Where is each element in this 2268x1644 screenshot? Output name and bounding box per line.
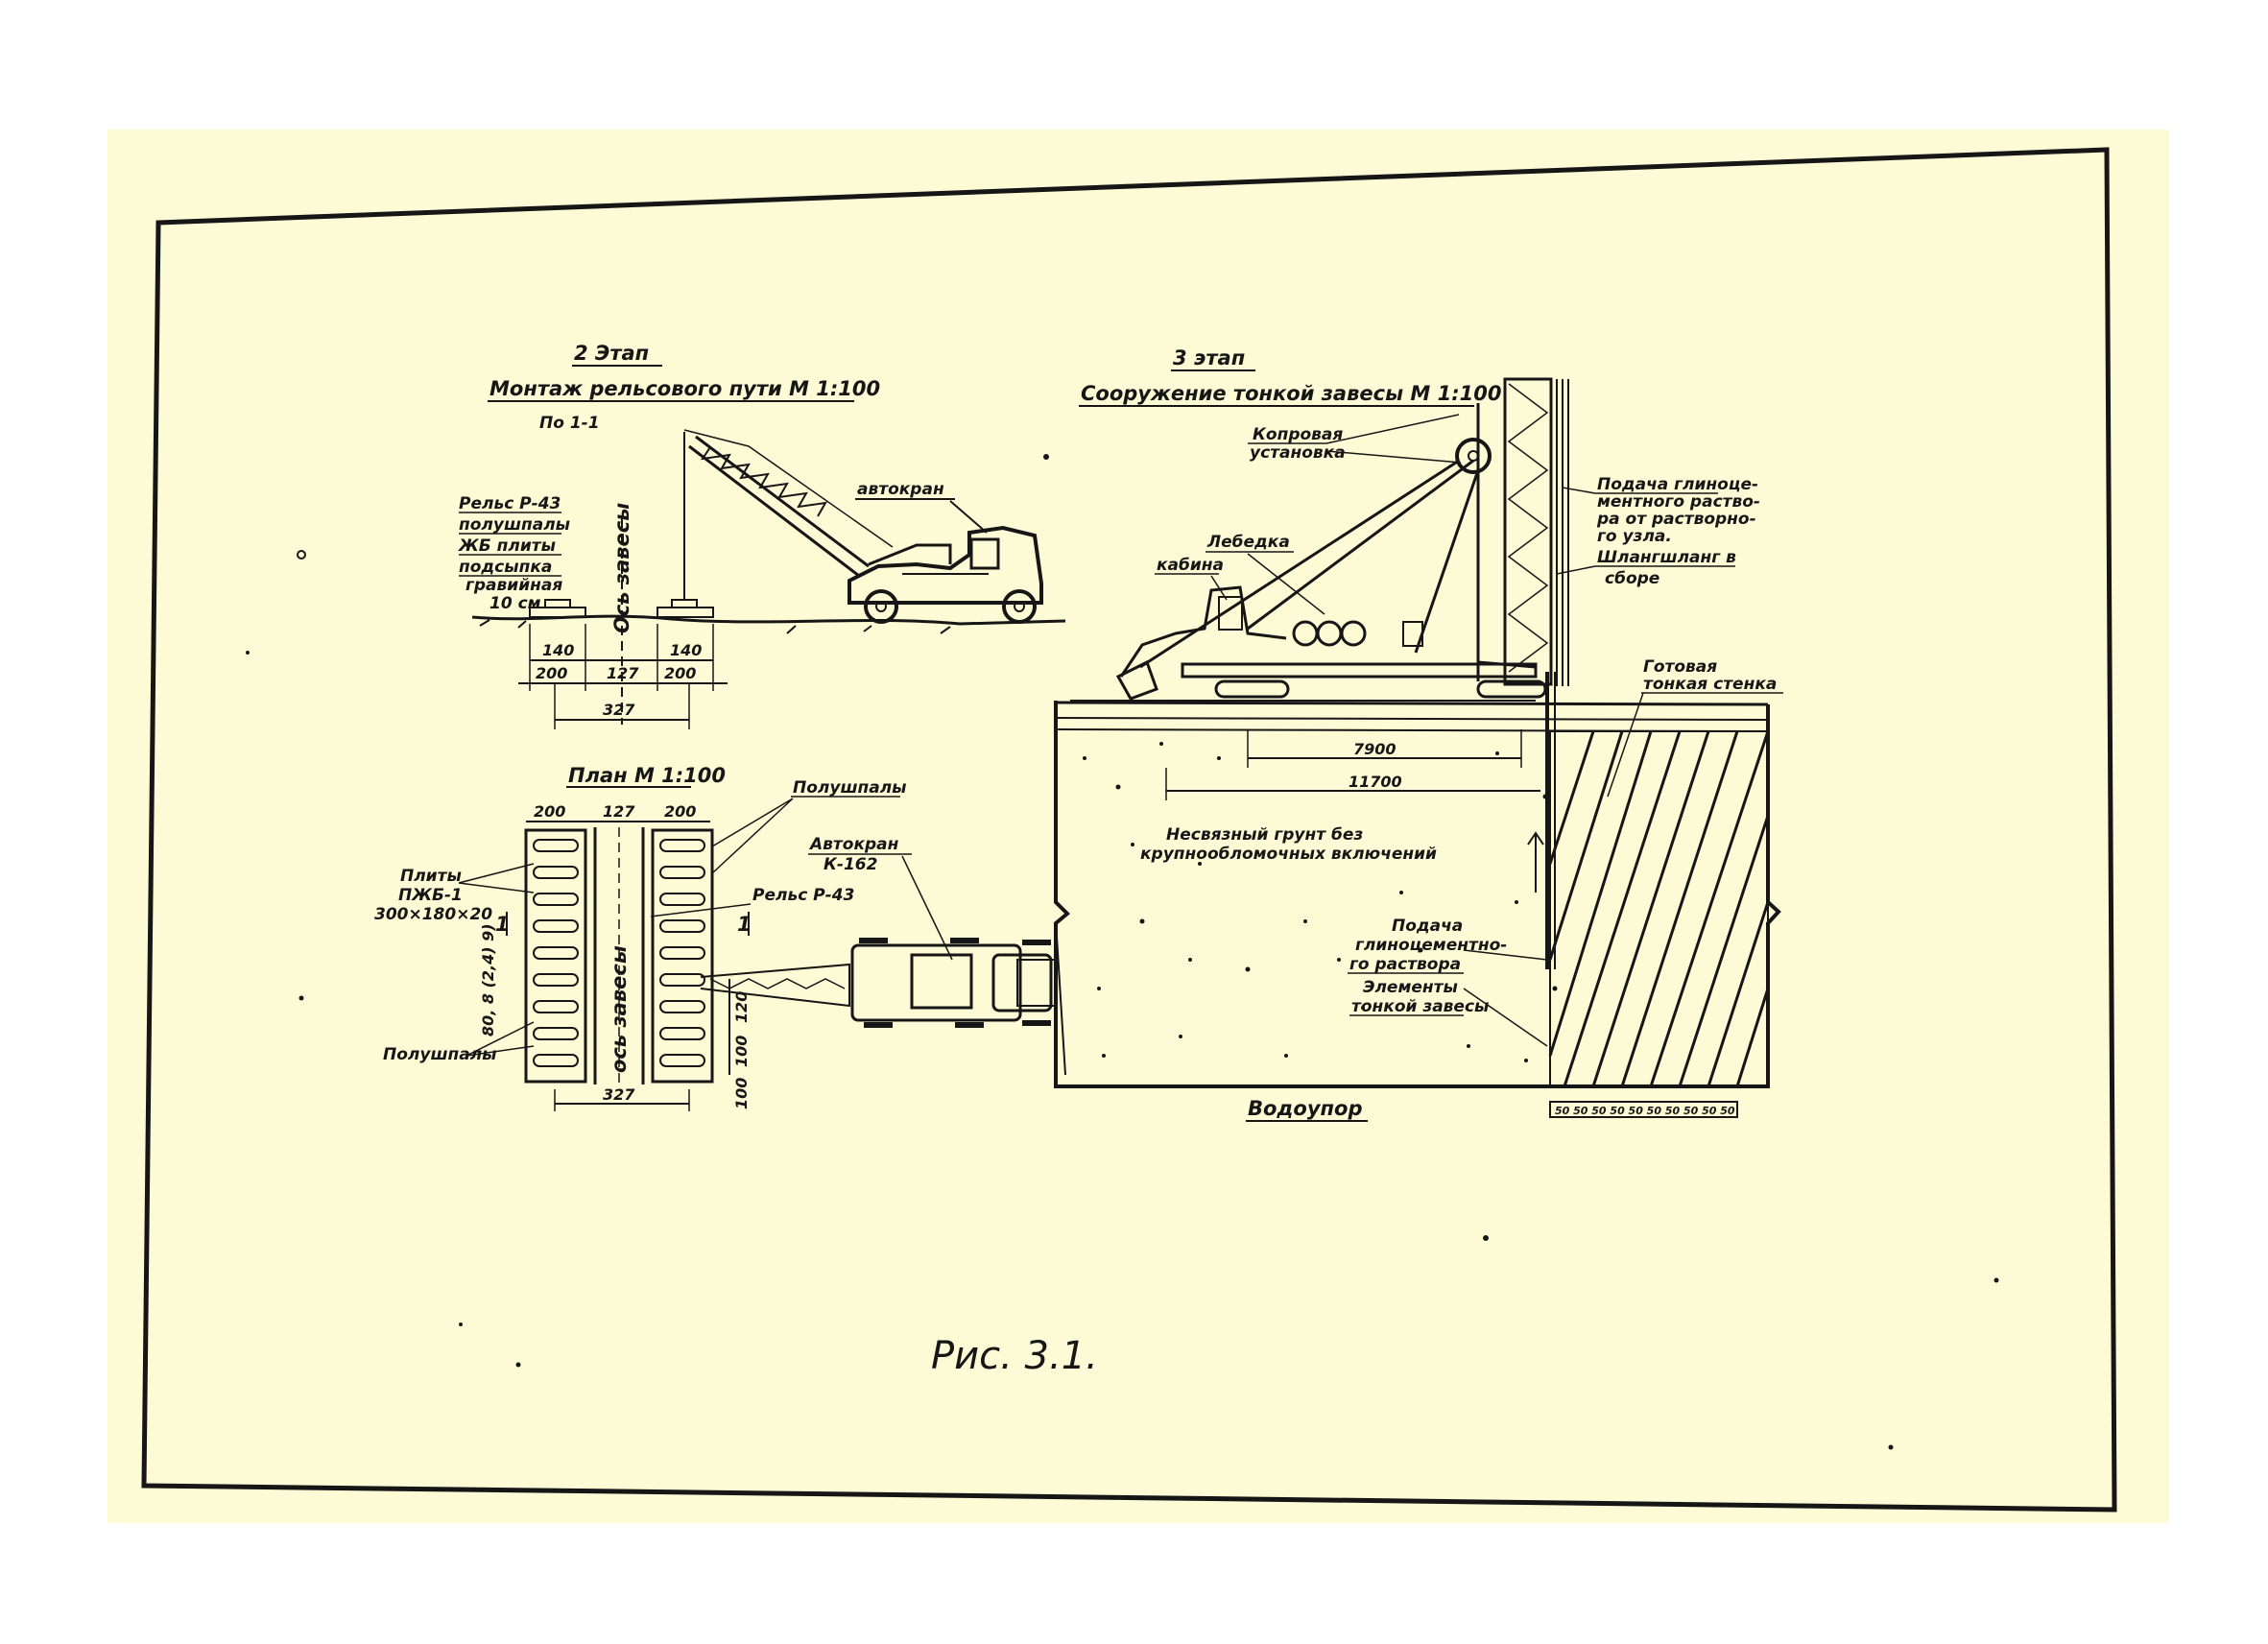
plan-plates-left <box>524 828 587 1084</box>
stage3-bottom-scale-text: 50 50 50 50 50 50 50 50 50 50 <box>1555 1105 1735 1117</box>
plan-label-crane-2: К-162 <box>824 855 877 874</box>
plan-section-mark-left: 1 <box>495 913 510 936</box>
plan-dim-top-3: 200 <box>664 802 696 821</box>
plan-title: План М 1:100 <box>568 764 726 787</box>
plan-plates-right <box>651 828 714 1084</box>
stage3-label-supply-bottom-3: го раствора <box>1349 955 1461 974</box>
stage2-section: 2 Этап Монтаж рельсового пути М 1:100 По… <box>458 342 1066 729</box>
stage2-title: Монтаж рельсового пути М 1:100 <box>489 377 880 400</box>
stage3-label-supply-bottom-1: Подача <box>1392 917 1463 936</box>
stage2-truck-crane: автокран <box>683 429 1043 624</box>
stage2-dim-pad-left: 140 <box>542 641 574 659</box>
stage2-section-label: По 1-1 <box>539 414 600 433</box>
stage2-note-line-3: ЖБ плиты <box>458 536 556 556</box>
plan-side-dim-3: 100 <box>732 1078 751 1109</box>
stage3-heading: 3 этап <box>1173 346 1245 369</box>
plan-section-mark-right: 1 <box>737 913 752 936</box>
stage2-dim-gauge: 127 <box>607 664 639 682</box>
stage3-label-ready-wall-2: тонкая стенка <box>1643 675 1777 694</box>
stage3-label-pile-driver-2: установка <box>1250 443 1346 463</box>
plan-label-half-sleepers-top: Полушпалы <box>793 778 907 798</box>
stage3-label-soil-2: крупнообломочных включений <box>1140 845 1437 864</box>
plan-label-plates-1: Плиты <box>400 867 462 886</box>
paper-sheet <box>107 130 2169 1523</box>
plan-label-half-sleepers-bottom: Полушпалы <box>383 1045 497 1064</box>
stage3-dim-inner: 7900 <box>1353 740 1397 758</box>
stage3-label-elements-1: Элементы <box>1363 978 1458 997</box>
plan-truck-crane <box>700 920 1066 1076</box>
stage2-note-line-4: подсыпка <box>459 558 552 577</box>
stage2-pad-right <box>657 607 714 618</box>
plan-axis-label: ось завесы <box>608 945 631 1073</box>
stage3-label-supply-top-3: ра от растворно- <box>1596 510 1756 529</box>
stage2-note-line-1: Рельс Р-43 <box>459 494 561 513</box>
plan-sleepers-left <box>533 839 579 1067</box>
stage3-dim-outer: 11700 <box>1349 773 1402 791</box>
stage3-label-winch: Лебедка <box>1206 533 1290 552</box>
plan-dim-bottom: 327 <box>603 1085 635 1104</box>
stage2-dim-pad-right: 140 <box>670 641 702 659</box>
plan-section: План М 1:100 200 127 200 <box>374 764 1066 1111</box>
stage3-label-supply-top-4: го узла. <box>1597 527 1672 546</box>
stage3-label-ready-wall-1: Готовая <box>1643 657 1717 677</box>
stage3-ready-wall <box>1549 730 1769 1087</box>
plan-label-rail: Рельс Р-43 <box>752 886 854 905</box>
paper-specks <box>246 454 1999 1450</box>
stage2-note-line-2: полушпалы <box>459 515 570 535</box>
plan-label-plates-3: 300×180×20 <box>374 905 492 924</box>
stage3-title: Сооружение тонкой завесы М 1:100 <box>1081 382 1501 405</box>
stage3-label-pile-driver-1: Копровая <box>1253 425 1343 444</box>
plan-sleepers-right <box>659 839 705 1067</box>
stage3-label-supply-top-1: Подача глиноце- <box>1597 475 1758 494</box>
stage3-label-aquitard: Водоупор <box>1248 1097 1362 1120</box>
plan-dim-top-2: 127 <box>603 802 635 821</box>
stage2-axis-label: Ось завесы <box>610 503 633 633</box>
stage2-crane-label: автокран <box>857 480 944 499</box>
stage2-dim-span-right: 200 <box>664 664 696 682</box>
stage2-note-line-5: гравийная <box>466 576 562 595</box>
stage2-note-line-6: 10 см <box>489 594 541 613</box>
stage3-label-supply-top-2: ментного раство- <box>1597 492 1760 512</box>
plan-side-dim-1: 120 <box>732 991 751 1023</box>
stage3-label-hose-2: сборе <box>1605 569 1659 588</box>
plan-dim-top-1: 200 <box>534 802 565 821</box>
plan-label-crane-1: Автокран <box>808 835 899 854</box>
drawing-frame <box>141 147 2117 1513</box>
stage3-label-cabin: кабина <box>1157 556 1224 575</box>
plan-dim-left: 80, 8 (2,4) 9) <box>479 923 497 1036</box>
plan-side-dim-2: 100 <box>732 1036 751 1067</box>
stage3-machine <box>1070 585 1547 702</box>
stage3-bottom-scale <box>1549 1101 1738 1118</box>
stage3-label-hose-1: Шлангшланг в <box>1597 548 1736 567</box>
stage3-label-elements-2: тонкой завесы <box>1351 997 1489 1016</box>
stage3-soil-fill <box>1083 742 1558 1062</box>
stage3-wall-hatching <box>1548 730 1770 1087</box>
stage3-label-soil-1: Несвязный грунт без <box>1166 825 1363 845</box>
stage2-dim-overall: 327 <box>603 701 635 719</box>
plan-label-plates-2: ПЖБ-1 <box>398 886 463 905</box>
stage3-ground-block <box>1054 701 1781 1088</box>
stage2-crane-boom <box>688 435 870 578</box>
stage3-pile-driver <box>1139 377 1569 969</box>
stage2-heading: 2 Этап <box>574 342 649 365</box>
stage2-dim-span-left: 200 <box>536 664 567 682</box>
stage3-section: 3 этап Сооружение тонкой завесы М 1:100 <box>1054 346 1783 1122</box>
figure-caption: Рис. 3.1. <box>931 1334 1098 1378</box>
